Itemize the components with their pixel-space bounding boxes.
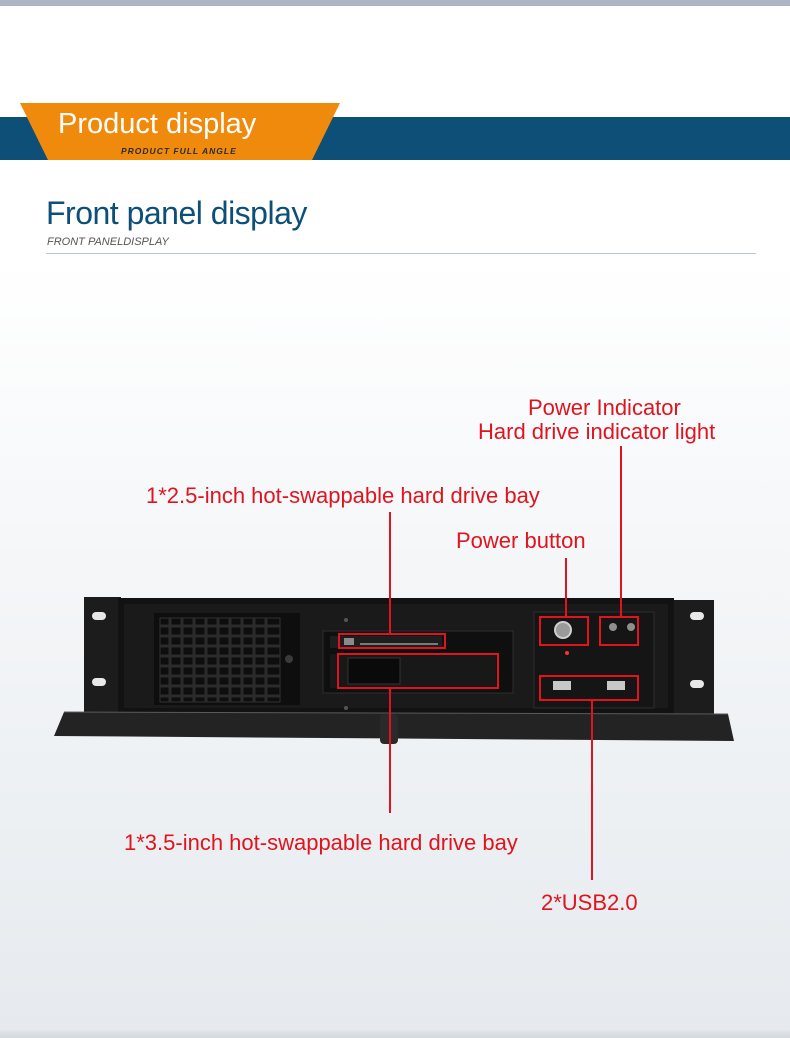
banner-tab-shape (20, 103, 340, 160)
bottom-shadow (0, 1030, 790, 1038)
fan-grille (154, 613, 300, 705)
bay-35-highlight (337, 653, 499, 689)
power-indicator-label: Power Indicator (528, 395, 681, 420)
top-strip (0, 0, 790, 6)
section-divider (46, 253, 756, 254)
bay-35-label: 1*3.5-inch hot-swappable hard drive bay (124, 830, 518, 855)
drive-cage (322, 618, 514, 710)
indicator-highlight (599, 616, 639, 646)
bay-25-label: 1*2.5-inch hot-swappable hard drive bay (146, 483, 540, 508)
power-button-highlight (539, 616, 589, 646)
left-rack-ear (84, 597, 121, 715)
usb-highlight (539, 675, 639, 701)
section-subtitle: FRONT PANELDISPLAY (47, 236, 169, 248)
section-title: Front panel display (46, 195, 307, 231)
bay-25-highlight (338, 633, 446, 649)
banner-title: Product display (58, 108, 257, 140)
highlight-boxes (337, 616, 639, 701)
usb-label: 2*USB2.0 (541, 890, 638, 915)
hdd-indicator-label: Hard drive indicator light (478, 419, 716, 444)
control-panel (533, 611, 655, 709)
right-rack-ear (670, 600, 714, 716)
banner-subtitle: PRODUCT FULL ANGLE (121, 146, 237, 156)
power-button-label: Power button (456, 528, 586, 553)
leader-lines (389, 446, 622, 880)
front-tray (54, 711, 734, 744)
